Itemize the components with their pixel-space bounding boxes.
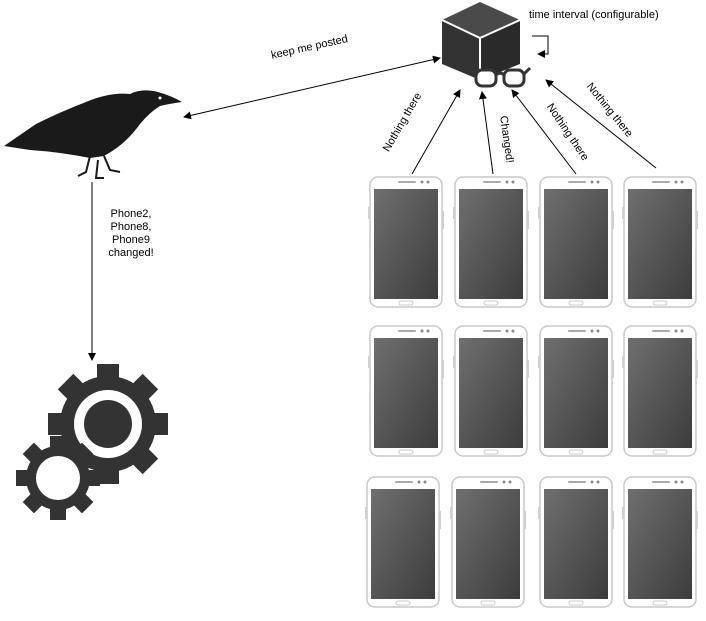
phone2-arrow [478,91,494,175]
changed-report-label: Phone2, Phone8, Phone9 changed! [108,208,154,259]
smartphone-icon [452,176,530,308]
gears-icon [16,364,168,520]
glasses-icon [468,66,532,88]
connectors [88,55,657,361]
smartphone-icon [621,325,699,457]
smartphone-icon [367,176,445,308]
cube-icon [441,2,521,80]
smartphone-icon [537,176,615,308]
time-interval-label: time interval (configurable) [529,9,659,21]
phone-grid [364,176,699,608]
phone4-arrow [545,79,657,169]
phone3-arrow [511,89,577,175]
smartphone-icon [367,325,445,457]
smartphone-icon [537,476,615,608]
crow-icon [4,90,182,179]
smartphone-icon [621,176,699,308]
smartphone-icon [621,476,699,608]
loop-arrow-icon [532,35,549,58]
smartphone-icon [537,325,615,457]
phone1-arrow [411,89,461,175]
keep-posted-arrow [183,55,441,120]
smartphone-icon [452,325,530,457]
smartphone-icon [449,476,527,608]
smartphone-icon [364,476,442,608]
